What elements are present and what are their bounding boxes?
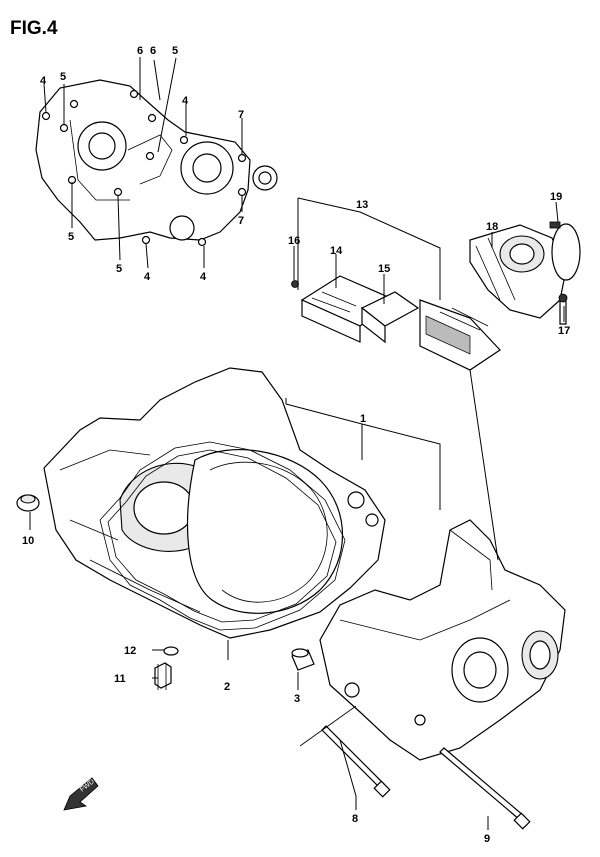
callout-8: 8 bbox=[352, 813, 358, 825]
callout-3: 3 bbox=[294, 693, 300, 705]
callout-7: 7 bbox=[238, 109, 244, 121]
intake-pipe-and-clamp bbox=[469, 221, 581, 325]
callout-4-b: 4 bbox=[182, 95, 189, 107]
callout-5-d: 5 bbox=[116, 263, 122, 275]
callout-19: 19 bbox=[550, 191, 562, 203]
crankcase-left-half bbox=[43, 367, 386, 639]
crankcase-bolt-layout-view bbox=[35, 79, 278, 247]
callout-2: 2 bbox=[224, 681, 230, 693]
callout-13: 13 bbox=[356, 199, 368, 211]
callout-10: 10 bbox=[22, 535, 34, 547]
callout-17: 17 bbox=[558, 325, 570, 337]
callout-11: 11 bbox=[114, 673, 126, 685]
callout-9: 9 bbox=[484, 833, 490, 845]
callout-5: 5 bbox=[172, 45, 178, 57]
callout-labels: 6 6 5 4 5 4 7 5 5 4 4 7 13 16 14 15 18 1… bbox=[22, 45, 570, 845]
callout-1: 1 bbox=[360, 413, 366, 425]
callout-7-b: 7 bbox=[238, 215, 244, 227]
callout-6: 6 bbox=[137, 45, 143, 57]
callout-4-d: 4 bbox=[200, 271, 207, 283]
crankcase-gasket bbox=[99, 441, 346, 631]
figure-title: FIG.4 bbox=[10, 18, 58, 39]
drain-washer-and-bolt bbox=[154, 646, 179, 690]
callout-12: 12 bbox=[124, 645, 136, 657]
callout-14: 14 bbox=[330, 245, 343, 257]
callout-6-b: 6 bbox=[150, 45, 156, 57]
leader-lines bbox=[29, 57, 565, 830]
crankcase-right-half bbox=[319, 519, 566, 761]
forward-direction-marker: FWD bbox=[63, 777, 99, 811]
callout-4-c: 4 bbox=[144, 271, 151, 283]
cap-plug bbox=[16, 494, 40, 512]
dowel-pin bbox=[291, 648, 315, 671]
callout-5-c: 5 bbox=[68, 231, 74, 243]
long-bolts bbox=[321, 725, 531, 830]
callout-15: 15 bbox=[378, 263, 390, 275]
reed-valve-assembly bbox=[291, 275, 501, 371]
callout-4: 4 bbox=[40, 75, 47, 87]
callout-18: 18 bbox=[486, 221, 498, 233]
callout-16: 16 bbox=[288, 235, 300, 247]
callout-5-b: 5 bbox=[60, 71, 66, 83]
bolt-hole-marks bbox=[41, 89, 247, 247]
